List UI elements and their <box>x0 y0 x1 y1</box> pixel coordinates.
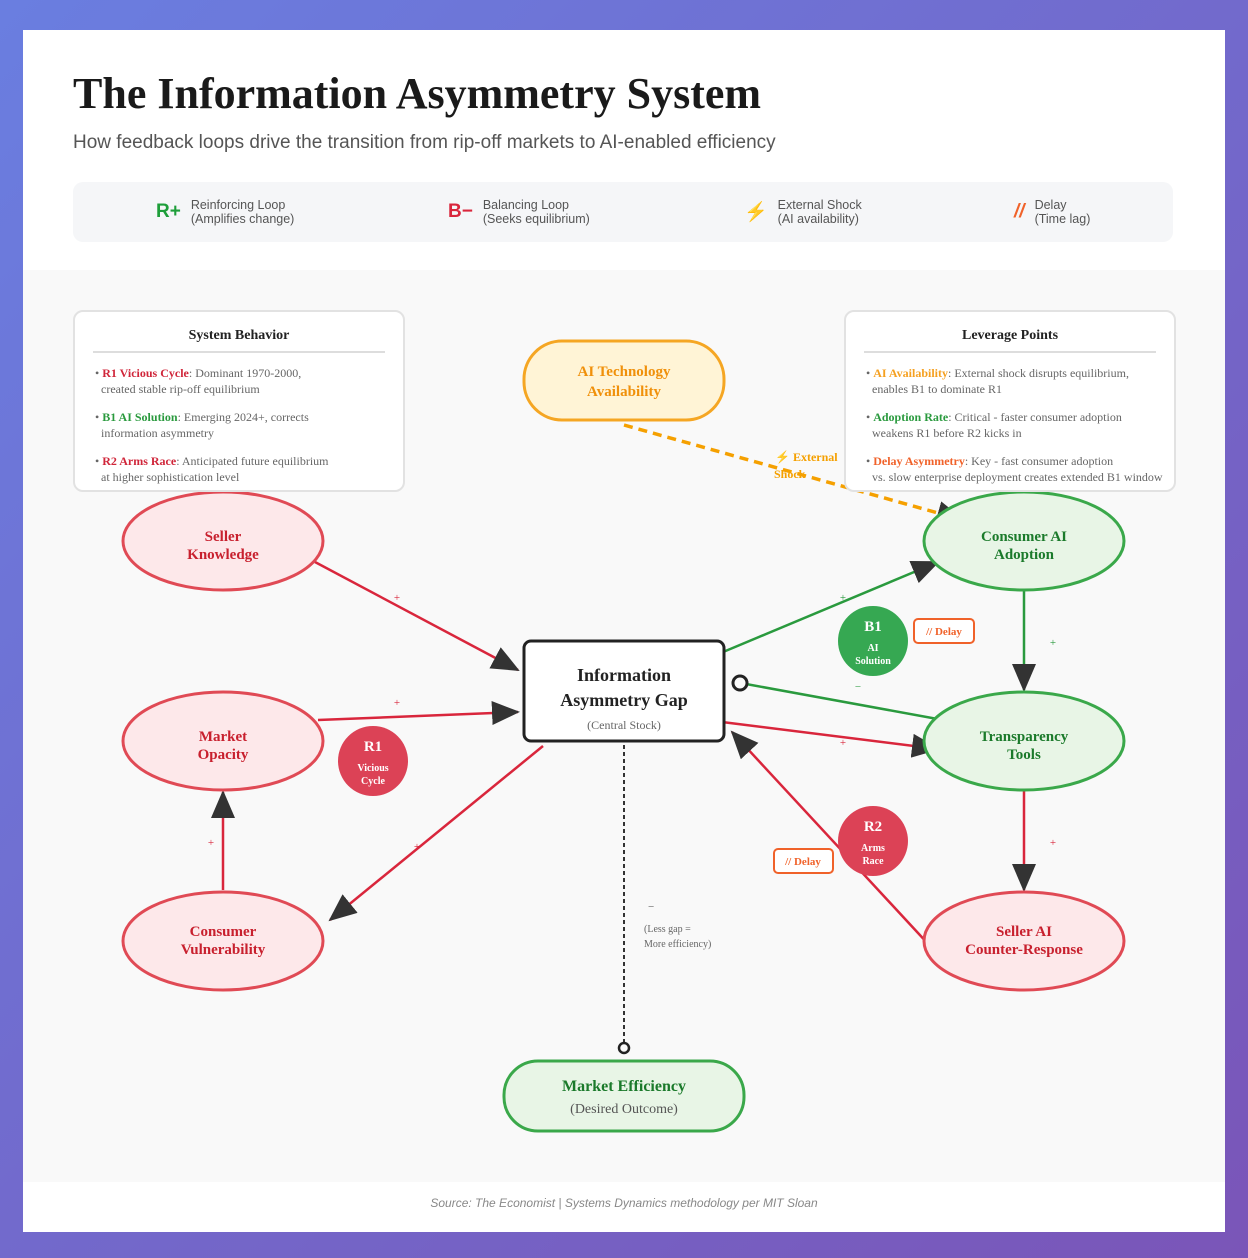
legend-desc: (Amplifies change) <box>190 212 295 226</box>
balancing-symbol: B− <box>448 201 473 222</box>
legend-label: Reinforcing Loop <box>190 198 286 212</box>
node-label: AI Technology <box>578 364 671 380</box>
node-ai-technology: AI Technology Availability <box>522 339 726 422</box>
polarity-label: + <box>840 737 846 749</box>
svg-text:Knowledge: Knowledge <box>187 547 259 563</box>
svg-text:Consumer AI: Consumer AI <box>981 529 1067 545</box>
negative-link-marker <box>617 1041 631 1055</box>
polarity-label: + <box>840 592 846 604</box>
efficiency-note: More efficiency) <box>644 939 711 950</box>
panel-title: System Behavior <box>93 328 385 353</box>
polarity-label: + <box>394 697 400 709</box>
delay-icon: // <box>1014 201 1025 222</box>
svg-text:Vulnerability: Vulnerability <box>181 942 266 958</box>
edge-gap-to-consumer-ai <box>703 560 940 662</box>
svg-text:Seller AI: Seller AI <box>996 924 1052 940</box>
delay-badge: // Delay <box>773 848 834 874</box>
svg-text:Seller: Seller <box>205 529 242 545</box>
panel-item: • R1 Vicious Cycle: Dominant 1970-2000, … <box>95 366 302 396</box>
reinforcing-symbol: R+ <box>156 201 181 222</box>
polarity-label: + <box>414 841 420 853</box>
svg-text:Transparency: Transparency <box>980 729 1069 745</box>
efficiency-note: (Less gap = <box>644 924 691 935</box>
svg-text:Opacity: Opacity <box>198 747 249 763</box>
polarity-label: + <box>208 837 214 849</box>
edge-opacity-to-gap <box>317 701 520 726</box>
legend-desc: (Time lag) <box>1034 212 1091 226</box>
node-label: Asymmetry Gap <box>560 690 687 710</box>
svg-text:Race: Race <box>862 856 884 867</box>
panel-item: • AI Availability: External shock disrup… <box>866 366 1129 396</box>
node-label: Information <box>577 665 671 685</box>
svg-text:Counter-Response: Counter-Response <box>965 942 1083 958</box>
delay-badge: // Delay <box>913 618 975 644</box>
legend-desc: (Seeks equilibrium) <box>482 212 590 226</box>
legend: R+Reinforcing Loop(Amplifies change) B−B… <box>73 182 1173 242</box>
svg-text:R1: R1 <box>364 739 382 755</box>
svg-text:Consumer: Consumer <box>190 924 257 940</box>
polarity-label: + <box>1050 837 1056 849</box>
svg-text:B1: B1 <box>864 619 882 635</box>
shock-label: ⚡ External <box>775 450 838 464</box>
panel-item: • R2 Arms Race: Anticipated future equil… <box>95 454 329 484</box>
source-footer: Source: The Economist | Systems Dynamics… <box>430 1196 818 1210</box>
legend-balancing: B− Balancing Loop(Seeks equilibrium) <box>448 198 590 226</box>
legend-desc: (AI availability) <box>777 212 859 226</box>
svg-text:// Delay: // Delay <box>925 626 962 638</box>
edge-seller-ai-to-gap <box>730 730 944 961</box>
page-subtitle: How feedback loops drive the transition … <box>73 132 776 153</box>
svg-text:Market: Market <box>199 729 247 745</box>
legend-delay: // Delay(Time lag) <box>1014 198 1090 226</box>
svg-text:Solution: Solution <box>855 656 891 667</box>
svg-text:(Desired Outcome): (Desired Outcome) <box>570 1102 678 1117</box>
edge-gap-to-transparency <box>713 719 940 758</box>
leverage-points-panel: Leverage Points • AI Availability: Exter… <box>844 310 1176 492</box>
node-seller-ai-counter-response: Seller AI Counter-Response <box>922 890 1126 992</box>
panel-item: • Adoption Rate: Critical - faster consu… <box>866 410 1122 440</box>
panel-title: Leverage Points <box>864 328 1156 353</box>
node-information-gap: Information Asymmetry Gap (Central Stock… <box>522 639 726 743</box>
legend-label: Balancing Loop <box>482 198 570 212</box>
svg-text:// Delay: // Delay <box>784 856 821 868</box>
legend-reinforcing: R+ Reinforcing Loop(Amplifies change) <box>156 198 294 226</box>
polarity-label: − <box>648 901 654 913</box>
node-consumer-ai-adoption: Consumer AI Adoption <box>922 490 1126 592</box>
edge-gap-to-vulnerability <box>328 745 544 922</box>
polarity-label: + <box>394 592 400 604</box>
svg-text:AI: AI <box>867 643 878 654</box>
polarity-label: + <box>1050 637 1056 649</box>
svg-text:Vicious: Vicious <box>357 763 388 774</box>
node-sublabel: (Central Stock) <box>587 718 661 732</box>
legend-label: External Shock <box>777 198 862 212</box>
svg-text:Adoption: Adoption <box>994 547 1055 563</box>
shock-label: Shock <box>774 467 806 481</box>
edge-transparency-to-gap <box>745 682 944 722</box>
svg-text:R2: R2 <box>864 819 882 835</box>
edge-ai-tech-to-consumer-ai <box>623 423 965 525</box>
page-title: The Information Asymmetry System <box>73 69 762 118</box>
system-behavior-panel: System Behavior • R1 Vicious Cycle: Domi… <box>73 310 405 492</box>
polarity-label: − <box>855 681 861 693</box>
svg-text:Arms: Arms <box>861 843 885 854</box>
legend-shock: ⚡ External Shock(AI availability) <box>744 198 862 226</box>
svg-text:Tools: Tools <box>1007 747 1041 763</box>
panel-item: • Delay Asymmetry: Key - fast consumer a… <box>866 454 1163 484</box>
legend-label: Delay <box>1034 198 1067 212</box>
svg-text:Cycle: Cycle <box>361 776 385 787</box>
negative-link-marker <box>731 674 749 692</box>
svg-text:Market Efficiency: Market Efficiency <box>562 1078 686 1095</box>
node-label: Availability <box>587 384 661 400</box>
panel-item: • B1 AI Solution: Emerging 2024+, correc… <box>95 410 309 440</box>
edge-seller-knowledge-to-gap <box>314 560 520 672</box>
node-market-efficiency: Market Efficiency (Desired Outcome) <box>502 1059 746 1133</box>
lightning-icon: ⚡ <box>744 202 768 223</box>
